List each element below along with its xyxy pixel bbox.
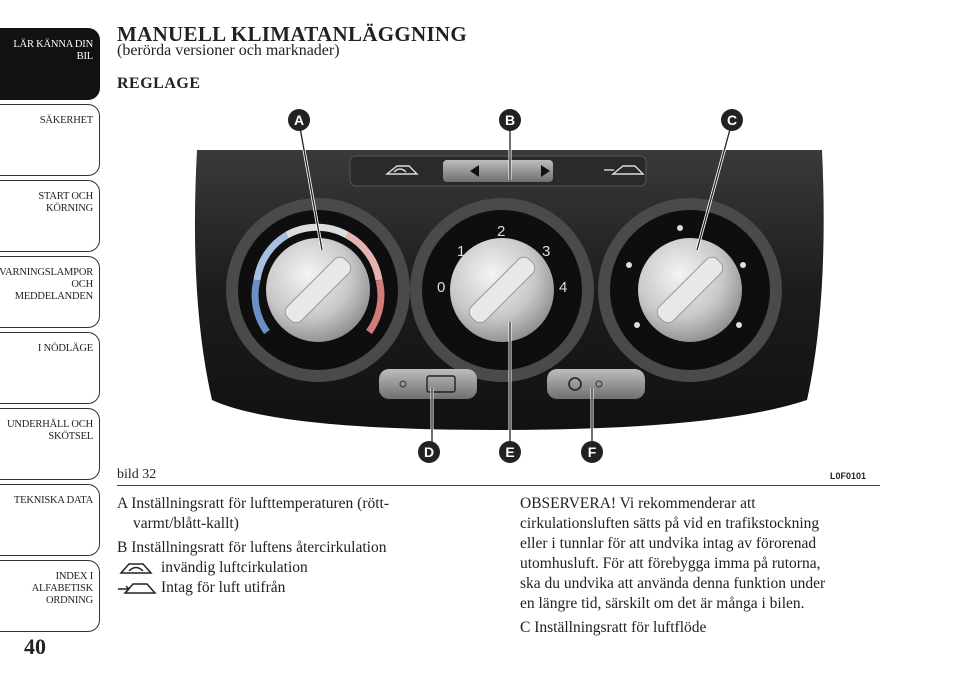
tab-index[interactable]: INDEX I ALFABETISK ORDNING [0, 560, 100, 632]
page-title: MANUELL KLIMATANLÄGGNING [117, 22, 468, 46]
tab-lar-kanna-din-bil[interactable]: LÄR KÄNNA DIN BIL [0, 28, 100, 100]
tab-label: START OCH KÖRNING [38, 191, 93, 214]
callout-a-label: A [294, 112, 304, 128]
rear-defrost-button [379, 369, 477, 399]
page-number: 40 [24, 634, 46, 659]
tab-label: INDEX I ALFABETISK ORDNING [31, 571, 94, 606]
ac-led [595, 380, 603, 388]
item-b: B Inställningsratt för luftens återcirku… [117, 539, 387, 556]
recirc-external-label: Intag för luft utifrån [161, 579, 286, 596]
callout-e-label: E [505, 444, 514, 460]
callout-d-label: D [424, 444, 434, 460]
item-a-line2: varmt/blått-kallt) [133, 515, 239, 532]
note-line-6: en längre tid, särskilt om det är många … [520, 595, 805, 612]
left-column: A Inställningsratt för lufttemperaturen … [117, 494, 472, 598]
fan-speed-4: 4 [559, 279, 567, 296]
note-line-5: ska du undvika att använda denna funktio… [520, 575, 826, 592]
temp-scale [251, 223, 385, 335]
airflow-mode-icons [626, 225, 746, 328]
tab-underhall[interactable]: UNDERHÅLL OCH SKÖTSEL [0, 408, 100, 480]
airflow-knob-grip [656, 256, 724, 324]
callout-e-badge [499, 441, 521, 463]
note-line-2: cirkulationsluften sätts på vid en trafi… [520, 515, 820, 532]
fan-knob-grip [468, 256, 536, 324]
tab-label: TEKNISKA DATA [13, 495, 93, 506]
callout-f-badge [581, 441, 603, 463]
fan-speed-3: 3 [542, 243, 550, 260]
recirc-rocker [443, 160, 553, 182]
tab-i-nodlage[interactable]: I NÖDLÄGE [0, 332, 100, 404]
recirc-external-row: Intag för luft utifrån [117, 578, 472, 598]
callout-a-badge [288, 109, 310, 131]
tab-tekniska-data[interactable]: TEKNISKA DATA [0, 484, 100, 556]
right-arrow-icon [541, 165, 550, 177]
fan-speed-0: 0 [437, 279, 445, 296]
callout-b-label: B [505, 112, 515, 128]
callout-c-badge [721, 109, 743, 131]
page-subtitle: (berörda versioner och marknader) [117, 42, 340, 59]
note-line-3: eller i tunnlar för att undvika intag av… [520, 535, 817, 552]
recirc-internal-icon [119, 563, 153, 574]
figure-caption: bild 32 [117, 467, 157, 482]
tab-label: UNDERHÅLL OCH SKÖTSEL [7, 419, 93, 442]
ac-snowflake-icon [568, 377, 582, 391]
recirc-internal-row: invändig luftcirkulation [117, 558, 472, 578]
recirc-external-icon [604, 165, 645, 175]
tab-varningslampor[interactable]: VARNINGSLAMPOR OCH MEDDELANDEN [0, 256, 100, 328]
figure-divider [117, 485, 880, 486]
recirc-external-icon [118, 583, 157, 594]
climate-panel-illustration: 0 1 2 3 4 [194, 109, 824, 463]
callout-c-label: C [727, 112, 737, 128]
callout-b-badge [499, 109, 521, 131]
fan-speed-1: 1 [457, 243, 465, 260]
recirc-internal-label: invändig luftcirkulation [161, 559, 308, 576]
callout-lines-inner [298, 121, 733, 450]
climate-control-figure: 0 1 2 3 4 [117, 100, 880, 485]
right-column: OBSERVERA! Vi rekommenderar att cirkulat… [520, 494, 900, 638]
note-line-4: utomhusluft. För att förebygga imma på r… [520, 555, 821, 572]
item-c: C Inställningsratt för luftflöde [520, 619, 707, 636]
tab-label: SÄKERHET [39, 115, 93, 126]
section-heading: REGLAGE [117, 75, 201, 92]
tab-label: VARNINGSLAMPOR OCH MEDDELANDEN [0, 267, 93, 302]
temp-knob-grip [284, 256, 352, 324]
tab-sakerhet[interactable]: SÄKERHET [0, 104, 100, 176]
fan-speed-2: 2 [497, 223, 505, 240]
recirc-internal-icon [385, 165, 419, 175]
tab-label: LÄR KÄNNA DIN BIL [13, 39, 93, 62]
tab-label: I NÖDLÄGE [37, 343, 93, 354]
figure-code: L0F0101 [830, 471, 867, 481]
left-arrow-icon [470, 165, 479, 177]
rear-defrost-led [399, 380, 407, 388]
callout-d-badge [418, 441, 440, 463]
rear-defrost-icon [426, 375, 456, 393]
tab-start-och-korning[interactable]: START OCH KÖRNING [0, 180, 100, 252]
item-a-line1: A Inställningsratt för lufttemperaturen … [117, 495, 390, 512]
note-line-1: OBSERVERA! Vi rekommenderar att [520, 495, 756, 512]
callout-f-label: F [588, 444, 597, 460]
